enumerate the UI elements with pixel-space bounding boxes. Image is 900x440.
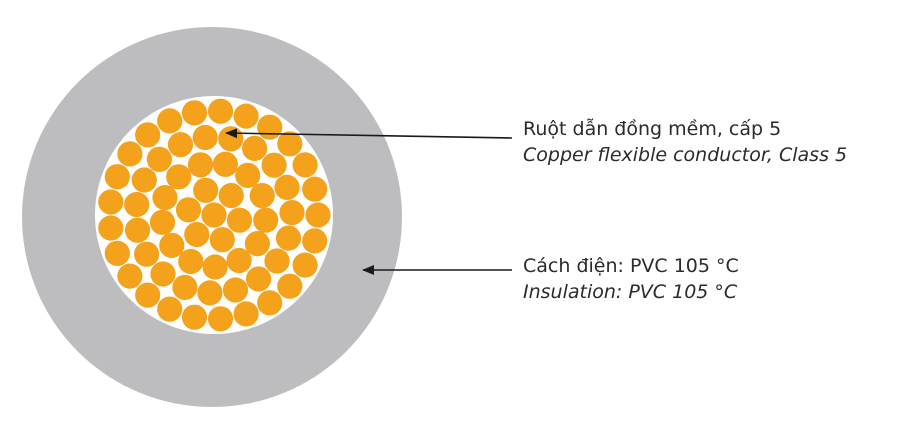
copper-strand (152, 185, 178, 211)
copper-strand (149, 209, 176, 235)
copper-strand (184, 221, 210, 248)
copper-strand (172, 274, 198, 300)
copper-strand (242, 135, 268, 161)
copper-strand (175, 197, 202, 223)
insulation-label-vi: Cách điện: PVC 105 °C (523, 255, 739, 277)
copper-strand (193, 177, 219, 203)
copper-strand (157, 108, 183, 134)
copper-strand (212, 151, 238, 177)
copper-strand (201, 202, 227, 228)
copper-strand (207, 306, 234, 332)
copper-strand (275, 225, 302, 251)
copper-strand (98, 215, 124, 241)
copper-strand (207, 98, 234, 124)
copper-strand (264, 248, 290, 274)
copper-strand (157, 296, 183, 322)
copper-strand (277, 131, 303, 157)
copper-strand (218, 126, 244, 152)
copper-strand (218, 182, 244, 209)
copper-strand (134, 241, 160, 267)
copper-strand (117, 141, 143, 167)
copper-strand (249, 183, 275, 209)
copper-strand (166, 164, 192, 190)
copper-strand (209, 227, 235, 253)
copper-strand (257, 290, 283, 316)
copper-strand (124, 191, 150, 218)
copper-strand (244, 231, 270, 257)
copper-strand (135, 122, 161, 148)
copper-strand (104, 164, 130, 190)
insulation-label: Cách điện: PVC 105 °C Insulation: PVC 10… (523, 253, 739, 305)
copper-strand (98, 189, 124, 215)
copper-strand (167, 132, 194, 158)
copper-strand (302, 228, 328, 254)
copper-strand (135, 282, 161, 308)
copper-strand (235, 162, 261, 188)
copper-strand (253, 207, 279, 233)
copper-strand (117, 263, 143, 289)
copper-strands (98, 98, 331, 332)
copper-strand (197, 280, 223, 306)
copper-strand (274, 174, 300, 200)
copper-strand (181, 304, 208, 330)
copper-strand (222, 277, 249, 303)
copper-strand (302, 176, 328, 202)
copper-strand (292, 152, 318, 178)
copper-strand (233, 301, 259, 327)
copper-strand (279, 200, 305, 226)
copper-strand (104, 240, 130, 266)
copper-strand (159, 232, 185, 258)
copper-strand (178, 248, 204, 275)
copper-strand (131, 167, 157, 193)
copper-strand (233, 103, 259, 129)
conductor-label-en: Copper flexible conductor, Class 5 (523, 144, 848, 166)
copper-strand (202, 254, 228, 280)
insulation-label-en: Insulation: PVC 105 °C (523, 281, 738, 303)
copper-strand (292, 252, 318, 278)
copper-strand (124, 217, 151, 243)
copper-strand (226, 247, 252, 274)
copper-strand (187, 152, 214, 178)
conductor-label-vi: Ruột dẫn đồng mềm, cấp 5 (523, 118, 782, 140)
copper-strand (277, 273, 303, 299)
copper-strand (305, 202, 331, 228)
copper-strand (257, 114, 283, 140)
copper-strand (192, 124, 218, 151)
copper-strand (261, 152, 287, 178)
copper-strand (226, 207, 253, 233)
conductor-label: Ruột dẫn đồng mềm, cấp 5 Copper flexible… (523, 116, 847, 168)
copper-strand (246, 266, 272, 292)
copper-strand (150, 261, 176, 287)
copper-strand (146, 146, 172, 172)
conductor-pointer-arrow (225, 128, 513, 139)
copper-strand (181, 100, 208, 126)
